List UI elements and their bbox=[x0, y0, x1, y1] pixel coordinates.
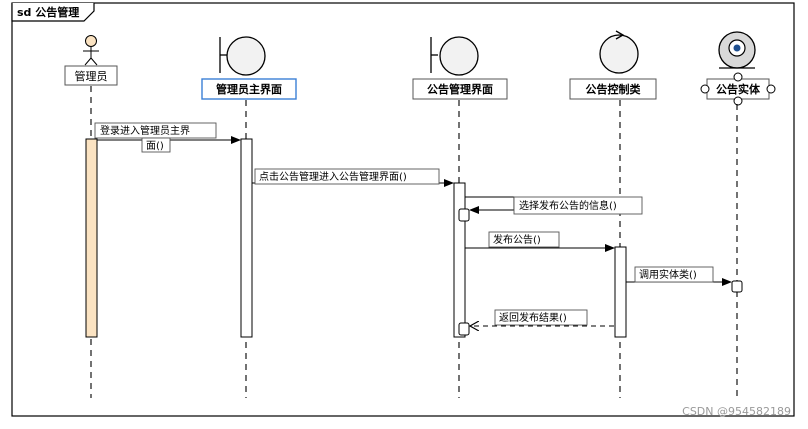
control-icon bbox=[599, 30, 639, 74]
message-m5: 调用实体类() bbox=[626, 266, 732, 286]
message-label-box bbox=[634, 266, 714, 283]
participant-label-box bbox=[64, 65, 118, 86]
frame-border bbox=[11, 2, 795, 417]
participant-notice-entity: 公告实体 bbox=[700, 31, 776, 106]
actor-icon bbox=[83, 35, 99, 66]
participant-label-notice-ctrl: 公告控制类 bbox=[586, 82, 642, 96]
selection-handles bbox=[700, 72, 776, 106]
participant-label-box bbox=[412, 78, 508, 100]
message-label: 点击公告管理进入公告管理界面() bbox=[259, 170, 407, 183]
activation-notice-entity bbox=[731, 280, 743, 293]
message-label: 登录进入管理员主界 bbox=[100, 124, 190, 137]
participant-label-notice-ui: 公告管理界面 bbox=[427, 82, 493, 96]
activation-notice-ui-nested-1 bbox=[458, 208, 470, 222]
boundary-icon bbox=[219, 36, 266, 76]
participant-admin: 管理员 bbox=[64, 35, 118, 86]
message-m4: 发布公告() bbox=[465, 231, 615, 252]
message-label-box bbox=[513, 196, 643, 215]
participant-label-box bbox=[201, 78, 297, 100]
activation-notice-ui bbox=[453, 182, 466, 338]
message-label: 发布公告() bbox=[493, 233, 541, 246]
message-label: 选择发布公告的信息() bbox=[519, 199, 617, 212]
message-label-box bbox=[254, 168, 440, 185]
participant-admin-ui: 管理员主界面 bbox=[201, 36, 297, 100]
participant-label-notice-entity: 公告实体 bbox=[716, 82, 761, 96]
frame-title-tab bbox=[11, 3, 95, 22]
message-label: 调用实体类() bbox=[639, 268, 697, 281]
activation-notice-ui-nested-2 bbox=[458, 322, 470, 336]
activation-admin bbox=[85, 138, 98, 338]
message-m6: 返回发布结果() bbox=[470, 309, 614, 326]
message-label: 返回发布结果() bbox=[499, 311, 567, 324]
participant-notice-ui: 公告管理界面 bbox=[412, 36, 508, 100]
participant-label-admin: 管理员 bbox=[75, 69, 108, 83]
message-m2: 点击公告管理进入公告管理界面() bbox=[252, 168, 454, 187]
message-m1: 登录进入管理员主界 面() bbox=[94, 122, 241, 153]
message-label-box bbox=[141, 137, 171, 153]
activation-admin-ui bbox=[240, 138, 253, 338]
message-label-box bbox=[494, 309, 588, 326]
message-label-continued: 面() bbox=[146, 141, 164, 152]
activation-notice-ctrl bbox=[614, 246, 627, 338]
boundary-icon bbox=[430, 36, 479, 76]
participant-label-admin-ui: 管理员主界面 bbox=[216, 82, 282, 96]
message-m3: 选择发布公告的信息() bbox=[465, 196, 643, 215]
participant-label-box bbox=[569, 78, 657, 100]
message-label-box bbox=[488, 231, 560, 248]
entity-icon bbox=[718, 31, 756, 69]
frame-title: sd 公告管理 bbox=[17, 5, 79, 19]
watermark: CSDN @954582189 bbox=[682, 405, 791, 418]
participant-notice-ctrl: 公告控制类 bbox=[569, 30, 657, 100]
